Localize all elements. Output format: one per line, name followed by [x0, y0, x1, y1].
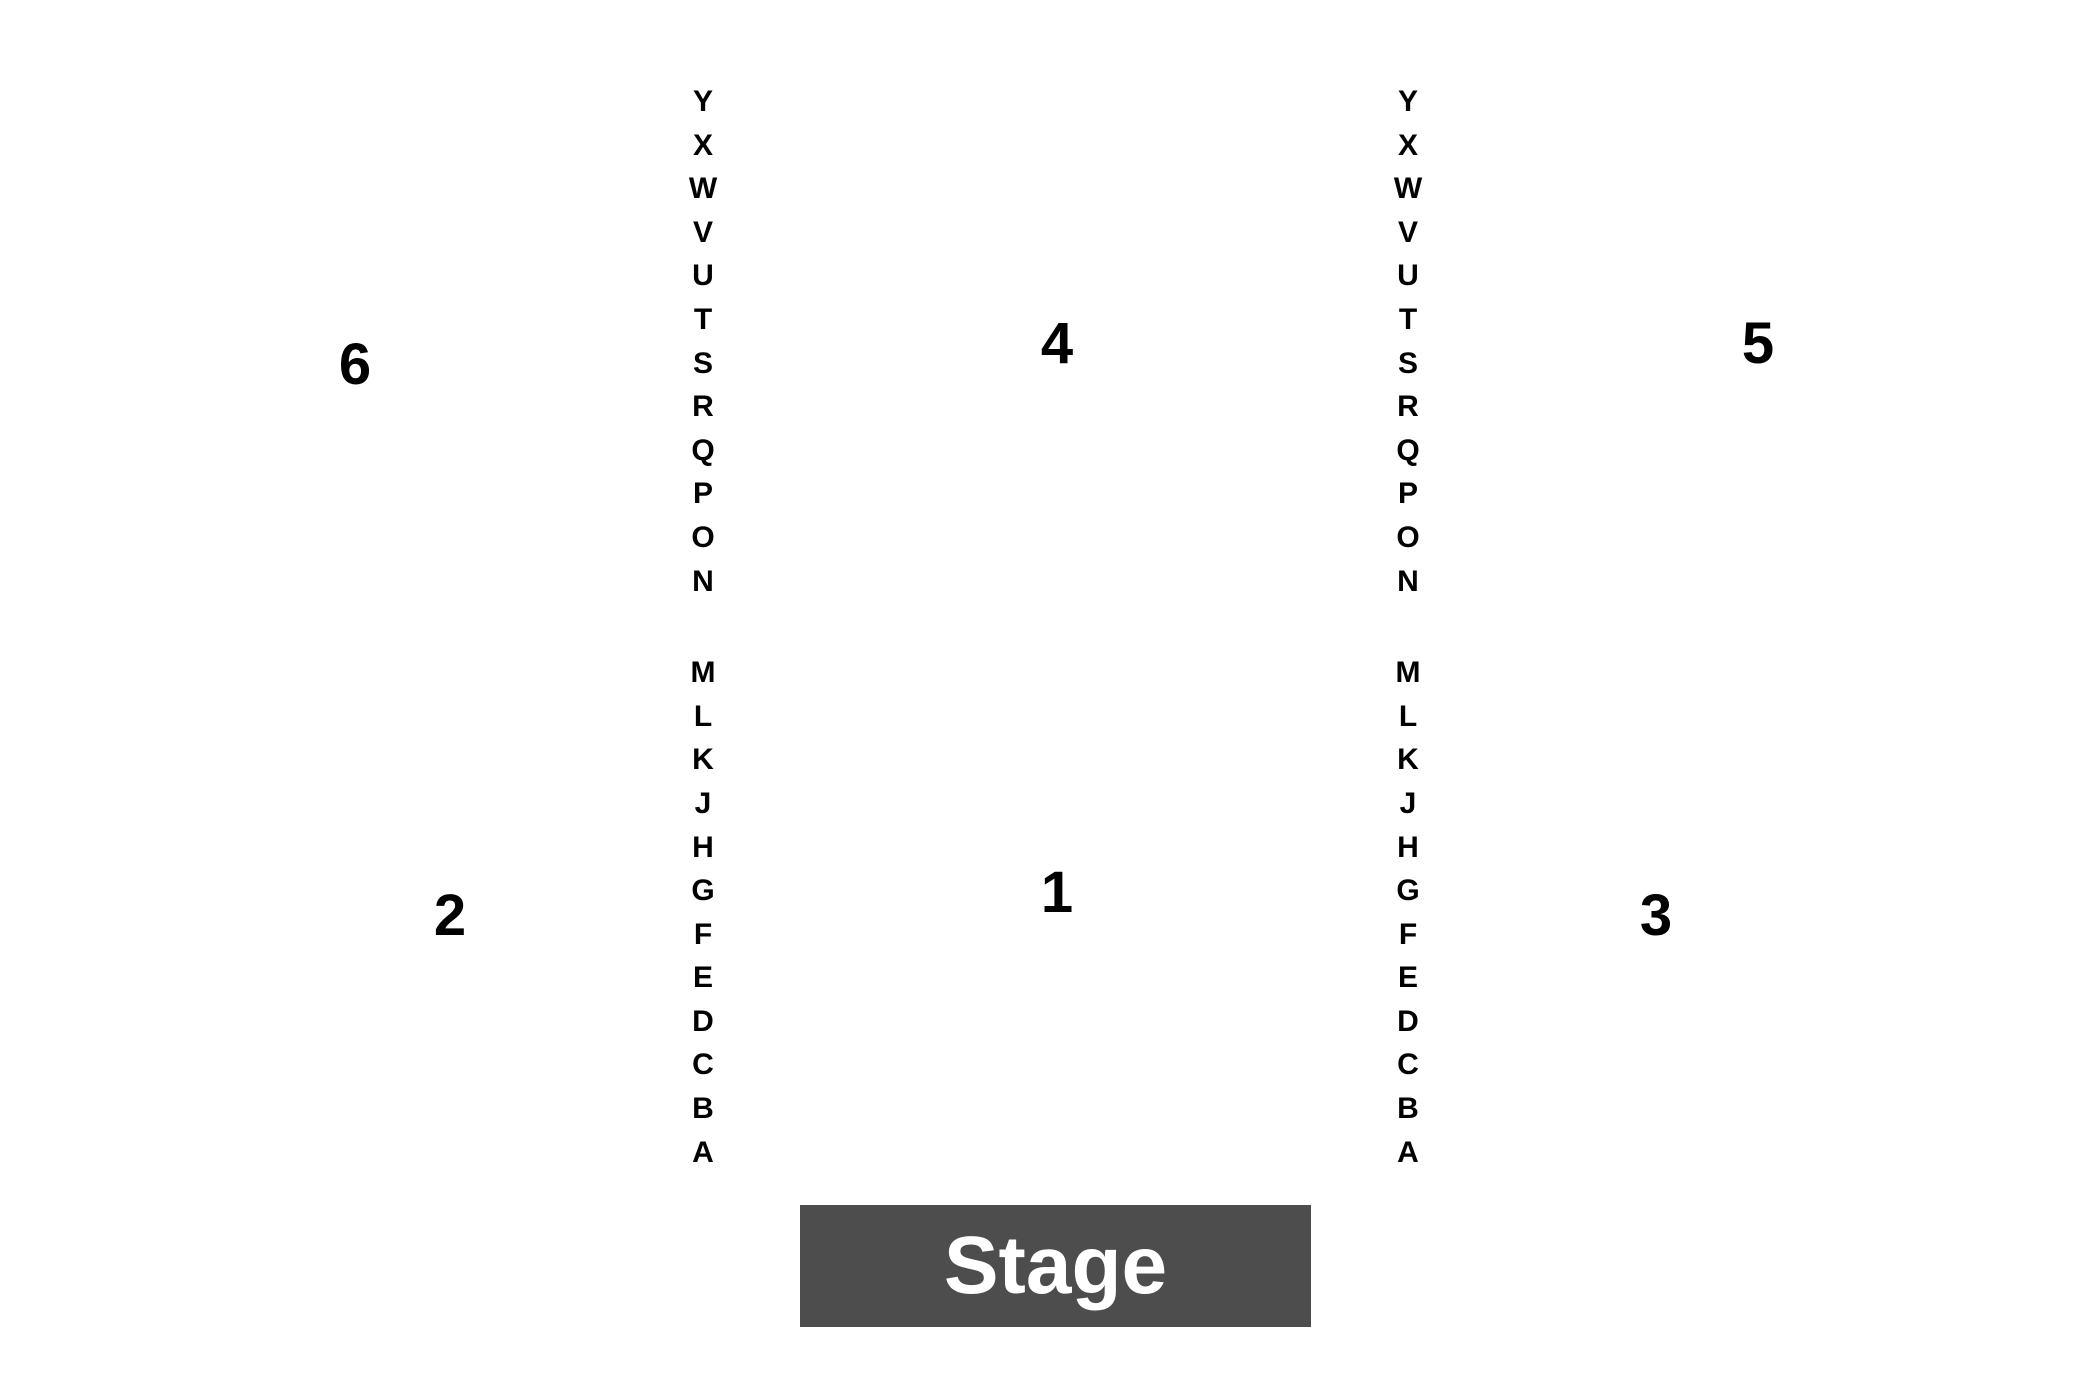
- section-3-label[interactable]: 3: [1639, 883, 1673, 948]
- row-label-t: T: [1398, 302, 1418, 336]
- upper-row-group: Y X W V U T S R Q P O N: [1394, 80, 1422, 603]
- row-label-m: M: [1395, 656, 1421, 690]
- row-label-v: V: [1397, 215, 1418, 249]
- row-label-l: L: [1398, 699, 1418, 733]
- row-label-x: X: [692, 128, 713, 162]
- row-label-y: Y: [1397, 85, 1418, 118]
- row-label-e: E: [1397, 961, 1418, 995]
- right-aisle-row-labels: Y X W V U T S R Q P O N M L K J H G F E …: [1378, 80, 1438, 1174]
- row-label-n: N: [1397, 564, 1419, 598]
- stage: Stage: [800, 1205, 1311, 1327]
- row-label-v: V: [692, 215, 713, 249]
- row-label-u: U: [1397, 259, 1419, 293]
- row-label-o: O: [691, 520, 715, 554]
- row-label-j: J: [694, 786, 712, 820]
- lower-row-group: M L K J H G F E D C B A: [691, 651, 716, 1174]
- row-label-h: H: [692, 830, 714, 864]
- row-label-f: F: [693, 917, 713, 951]
- row-label-s: S: [1397, 346, 1418, 380]
- upper-row-group: Y X W V U T S R Q P O N: [689, 80, 717, 603]
- section-2-label[interactable]: 2: [433, 883, 467, 948]
- row-label-e: E: [692, 961, 713, 995]
- section-4-label[interactable]: 4: [1040, 311, 1074, 376]
- row-label-q: Q: [691, 433, 715, 467]
- row-label-q: Q: [1396, 433, 1420, 467]
- row-label-f: F: [1398, 917, 1418, 951]
- row-label-m: M: [690, 656, 716, 690]
- row-label-c: C: [1397, 1048, 1419, 1082]
- row-label-b: B: [1397, 1092, 1419, 1126]
- row-label-h: H: [1397, 830, 1419, 864]
- row-label-g: G: [1396, 874, 1420, 908]
- row-label-n: N: [692, 564, 714, 598]
- row-label-p: P: [692, 477, 713, 511]
- section-6-label[interactable]: 6: [338, 332, 372, 397]
- row-label-p: P: [1397, 477, 1418, 511]
- row-label-y: Y: [692, 85, 713, 118]
- row-label-r: R: [1397, 390, 1419, 424]
- row-label-g: G: [691, 874, 715, 908]
- row-label-w: W: [688, 172, 718, 206]
- row-label-l: L: [693, 699, 713, 733]
- row-label-d: D: [1397, 1004, 1419, 1038]
- row-label-u: U: [692, 259, 714, 293]
- row-label-b: B: [692, 1092, 714, 1126]
- row-label-r: R: [692, 390, 714, 424]
- row-label-w: W: [1393, 172, 1423, 206]
- row-label-t: T: [693, 302, 713, 336]
- stage-label: Stage: [943, 1220, 1168, 1311]
- left-aisle-row-labels: Y X W V U T S R Q P O N M L K J H G F E …: [673, 80, 733, 1174]
- lower-row-group: M L K J H G F E D C B A: [1396, 651, 1421, 1174]
- row-label-x: X: [1397, 128, 1418, 162]
- row-label-a: A: [692, 1135, 714, 1169]
- row-label-k: K: [1397, 743, 1419, 777]
- row-label-a: A: [1397, 1135, 1419, 1169]
- row-label-s: S: [692, 346, 713, 380]
- section-5-label[interactable]: 5: [1741, 311, 1775, 376]
- section-1-label[interactable]: 1: [1040, 860, 1074, 925]
- row-label-o: O: [1396, 520, 1420, 554]
- row-label-c: C: [692, 1048, 714, 1082]
- row-label-j: J: [1399, 786, 1417, 820]
- row-label-k: K: [692, 743, 714, 777]
- row-label-d: D: [692, 1004, 714, 1038]
